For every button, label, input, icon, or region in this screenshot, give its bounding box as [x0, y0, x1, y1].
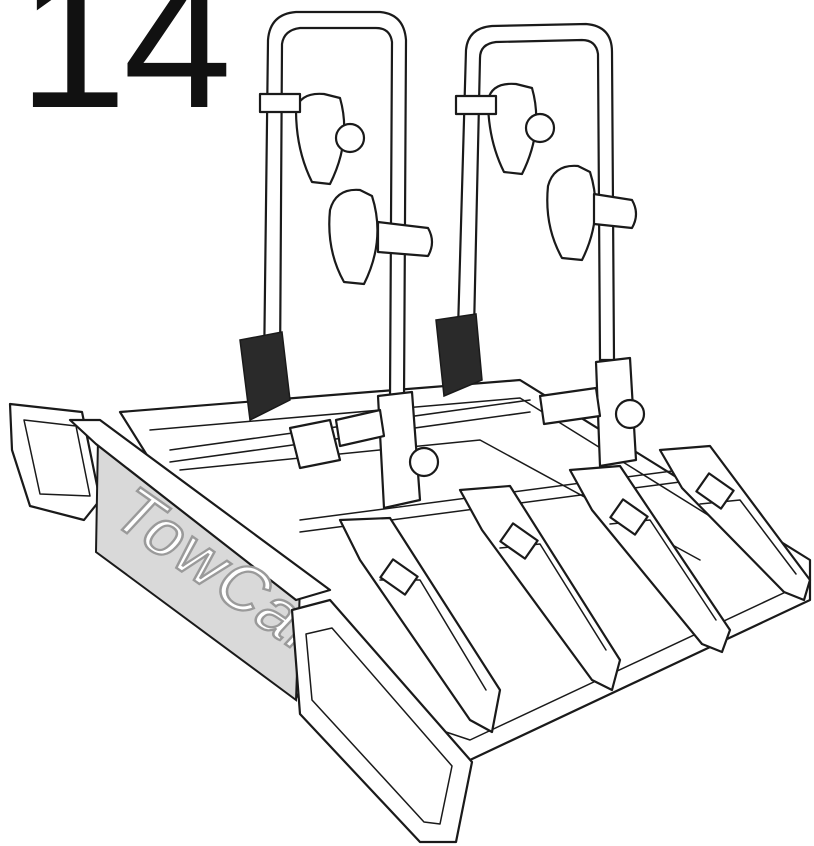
- hinge-bracket: [288, 386, 602, 470]
- frame-clamp-2: [328, 188, 434, 286]
- frame-clamp-1: [258, 92, 366, 186]
- right-tail-light: [290, 598, 474, 844]
- wheel-tray-1: [338, 516, 502, 734]
- frame-arm-right: [435, 22, 646, 468]
- frame-clamp-3: [454, 82, 556, 176]
- wheel-tray-2: [458, 484, 622, 692]
- step-number: 14: [18, 0, 232, 149]
- left-tail-light: [8, 402, 102, 522]
- frame-arm-left: [239, 10, 440, 510]
- wheel-tray-4: [658, 444, 812, 602]
- frame-clamp-4: [546, 164, 638, 262]
- wheel-tray-3: [568, 464, 732, 654]
